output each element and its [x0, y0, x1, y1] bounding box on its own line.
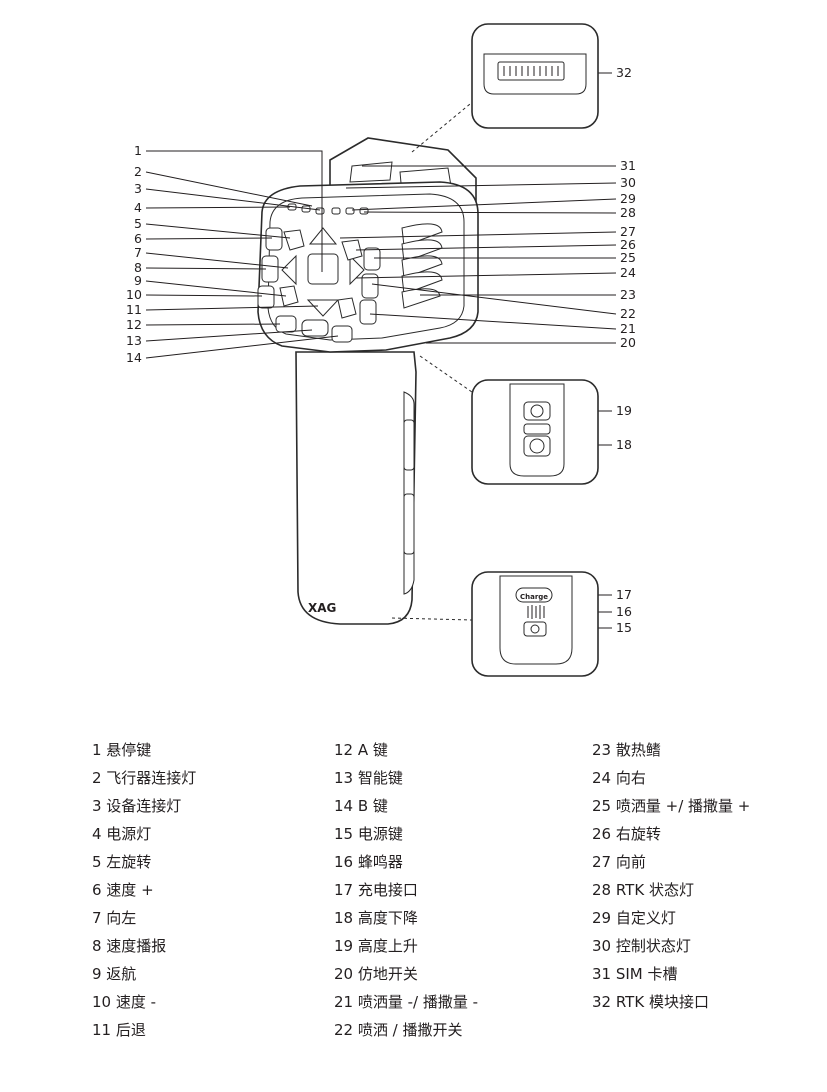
legend-item: 10 速度 -	[92, 993, 157, 1011]
callout-23: 23	[620, 287, 636, 302]
callout-5: 5	[134, 216, 142, 231]
callout-8: 8	[134, 260, 142, 275]
inset-charge-power: Charge	[471, 571, 599, 677]
smart-button	[301, 319, 329, 337]
callout-15: 15	[616, 620, 632, 635]
legend-item: 17 充电接口	[334, 881, 418, 899]
callout-labels-insets: 32 19 18 17 16 15	[616, 65, 632, 635]
callout-7: 7	[134, 245, 142, 260]
b-button	[331, 325, 353, 343]
legend-item: 5 左旋转	[92, 853, 152, 871]
legend-item: 1 悬停键	[92, 741, 152, 759]
spray-plus-button	[363, 247, 381, 271]
callout-11: 11	[126, 302, 142, 317]
legend-item: 9 返航	[92, 965, 137, 983]
callout-14: 14	[126, 350, 142, 365]
legend-item: 11 后退	[92, 1021, 146, 1039]
controller-diagram: XAG	[126, 23, 636, 677]
callout-32: 32	[616, 65, 632, 80]
rotate-right-button	[341, 239, 363, 261]
legend-item: 13 智能键	[334, 769, 403, 787]
callout-13: 13	[126, 333, 142, 348]
legend-item: 29 自定义灯	[592, 909, 676, 927]
callout-leaders	[145, 72, 617, 629]
callout-18: 18	[616, 437, 632, 452]
legend-item: 32 RTK 模块接口	[592, 993, 709, 1011]
speed-plus-button	[265, 227, 283, 251]
callout-19: 19	[616, 403, 632, 418]
speed-minus-button	[257, 285, 275, 309]
callout-9: 9	[134, 273, 142, 288]
controller-body: XAG	[257, 137, 479, 625]
parts-legend: 1 悬停键 2 飞行器连接灯 3 设备连接灯 4 电源灯 5 左旋转 6 速度 …	[0, 736, 827, 1056]
inset-rtk-port	[471, 23, 599, 129]
legend-item: 2 飞行器连接灯	[92, 769, 197, 787]
callout-2: 2	[134, 164, 142, 179]
legend-item: 15 电源键	[334, 825, 403, 843]
spray-minus-button	[359, 299, 377, 325]
legend-item: 12 A 键	[334, 741, 388, 759]
legend-item: 26 右旋转	[592, 825, 661, 843]
legend-column-2: 12 A 键 13 智能键 14 B 键 15 电源键 16 蜂鸣器 17 充电…	[334, 736, 564, 1044]
inset-altitude-buttons	[471, 379, 599, 485]
legend-item: 27 向前	[592, 853, 646, 871]
callout-labels-right: 31 30 29 28 27 26 25 24 23 22 21 20	[620, 158, 636, 350]
rotate-left-button	[283, 229, 305, 251]
return-home-button	[279, 285, 299, 307]
legend-item: 31 SIM 卡槽	[592, 965, 678, 983]
hover-button	[337, 297, 357, 319]
legend-item: 21 喷洒量 -/ 播撒量 -	[334, 993, 479, 1011]
legend-item: 4 电源灯	[92, 825, 152, 843]
legend-item: 25 喷洒量 +/ 播撒量 +	[592, 797, 751, 815]
legend-item: 6 速度 +	[92, 881, 154, 899]
callout-28: 28	[620, 205, 636, 220]
spray-switch-button	[361, 273, 379, 299]
legend-item: 22 喷洒 / 播撒开关	[334, 1021, 463, 1039]
callout-labels-left: 1 2 3 4 5 6 7 8 9 10 11 12 13 14	[126, 143, 142, 365]
legend-item: 3 设备连接灯	[92, 797, 182, 815]
callout-16: 16	[616, 604, 632, 619]
legend-item: 18 高度下降	[334, 909, 418, 927]
brand-logo: XAG	[308, 601, 336, 615]
legend-item: 8 速度播报	[92, 937, 167, 955]
callout-31: 31	[620, 158, 636, 173]
legend-item: 7 向左	[92, 909, 137, 927]
legend-item: 19 高度上升	[334, 937, 418, 955]
legend-column-3: 23 散热鳍 24 向右 25 喷洒量 +/ 播撒量 + 26 右旋转 27 向…	[592, 736, 822, 1016]
callout-6: 6	[134, 231, 142, 246]
callout-21: 21	[620, 321, 636, 336]
direction-pad	[281, 227, 365, 317]
charge-label: Charge	[520, 593, 548, 601]
legend-item: 14 B 键	[334, 797, 388, 815]
callout-3: 3	[134, 181, 142, 196]
callout-26: 26	[620, 237, 636, 252]
callout-25: 25	[620, 250, 636, 265]
callout-29: 29	[620, 191, 636, 206]
legend-item: 16 蜂鸣器	[334, 853, 403, 871]
legend-column-1: 1 悬停键 2 飞行器连接灯 3 设备连接灯 4 电源灯 5 左旋转 6 速度 …	[92, 736, 322, 1044]
callout-22: 22	[620, 306, 636, 321]
legend-item: 24 向右	[592, 769, 646, 787]
callout-24: 24	[620, 265, 636, 280]
callout-1: 1	[134, 143, 142, 158]
legend-item: 28 RTK 状态灯	[592, 881, 694, 899]
callout-17: 17	[616, 587, 632, 602]
callout-27: 27	[620, 224, 636, 239]
callout-20: 20	[620, 335, 636, 350]
legend-item: 23 散热鳍	[592, 741, 661, 759]
callout-4: 4	[134, 200, 142, 215]
callout-10: 10	[126, 287, 142, 302]
callout-12: 12	[126, 317, 142, 332]
legend-item: 20 仿地开关	[334, 965, 418, 983]
legend-item: 30 控制状态灯	[592, 937, 691, 955]
callout-30: 30	[620, 175, 636, 190]
